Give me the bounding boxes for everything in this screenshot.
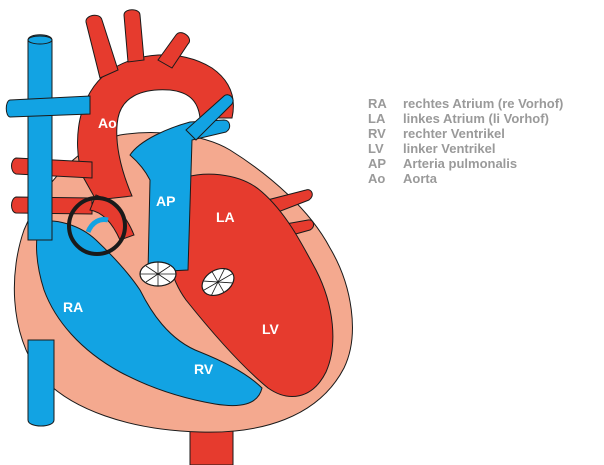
label-ap: AP <box>156 193 175 209</box>
legend-abbr: Ao <box>368 171 403 186</box>
brachiocephalic-trunk <box>86 15 118 78</box>
label-rv: RV <box>194 361 214 377</box>
legend-abbr: RV <box>368 126 403 141</box>
legend-text: rechtes Atrium (re Vorhof) <box>403 96 563 111</box>
legend-row-rv: RV rechter Ventrikel <box>368 126 563 141</box>
legend-row-la: LA linkes Atrium (li Vorhof) <box>368 111 563 126</box>
legend-row-ra: RA rechtes Atrium (re Vorhof) <box>368 96 563 111</box>
legend-row-lv: LV linker Ventrikel <box>368 141 563 156</box>
label-lv: LV <box>262 321 280 337</box>
legend-text: rechter Ventrikel <box>403 126 505 141</box>
label-ao: Ao <box>98 115 117 131</box>
legend-abbr: AP <box>368 156 403 171</box>
inferior-vena-cava <box>28 340 54 426</box>
legend-abbr: LV <box>368 141 403 156</box>
legend-row-ap: AP Arteria pulmonalis <box>368 156 563 171</box>
legend: RA rechtes Atrium (re Vorhof) LA linkes … <box>368 96 563 186</box>
heart-diagram: Ao AP LA RA LV RV <box>0 0 360 465</box>
left-carotid-artery <box>124 10 144 62</box>
legend-abbr: RA <box>368 96 403 111</box>
legend-abbr: LA <box>368 111 403 126</box>
label-la: LA <box>216 209 235 225</box>
superior-vena-cava <box>28 35 52 240</box>
legend-text: linkes Atrium (li Vorhof) <box>403 111 549 126</box>
legend-row-ao: Ao Aorta <box>368 171 563 186</box>
legend-text: Aorta <box>403 171 437 186</box>
left-vein-branch <box>6 96 90 117</box>
legend-text: Arteria pulmonalis <box>403 156 517 171</box>
vena-cava-opening <box>28 36 52 44</box>
legend-text: linker Ventrikel <box>403 141 496 156</box>
label-ra: RA <box>63 299 83 315</box>
